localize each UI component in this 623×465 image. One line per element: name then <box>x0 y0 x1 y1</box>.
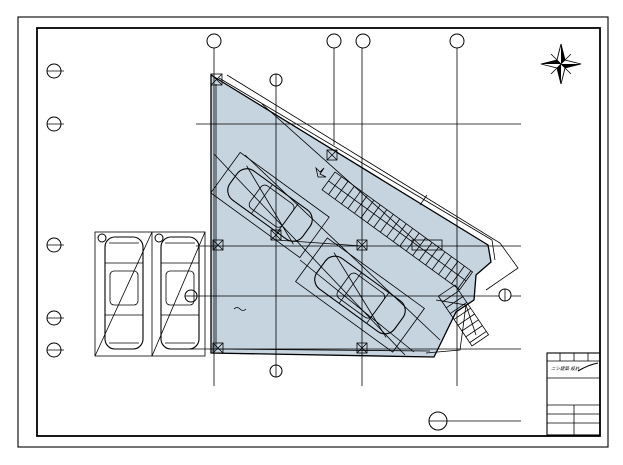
stair-tread <box>438 256 452 275</box>
sheet-outer-border <box>17 16 609 448</box>
parking-bay-guides <box>213 103 441 356</box>
stair-tread <box>442 290 460 303</box>
stair-tread <box>341 185 355 205</box>
grid-bubble-icon <box>154 233 164 243</box>
column-icon <box>212 342 224 354</box>
stair-tread <box>465 325 483 338</box>
drain-symbol <box>233 307 247 311</box>
stair-tread <box>461 319 479 332</box>
car-icon <box>295 237 425 353</box>
stair-tread <box>334 181 349 200</box>
stair-tread <box>457 270 472 289</box>
logo-swoosh <box>577 362 599 372</box>
stair-tread <box>457 313 475 326</box>
stair-tread <box>418 242 433 261</box>
car-icon <box>104 236 144 350</box>
car-icon <box>160 236 200 350</box>
title-block: ニシ建築 設計 <box>546 352 601 436</box>
grid-bubble-icon <box>206 33 222 49</box>
stair-tread <box>446 296 464 309</box>
stair-tread <box>444 261 459 280</box>
parking-pad-left <box>94 231 206 357</box>
stair-tread <box>399 228 413 247</box>
grid-bubble-ticks <box>47 70 506 422</box>
stair-tread <box>328 176 342 195</box>
car-icon <box>210 151 330 259</box>
service-room <box>411 194 477 354</box>
column-icon <box>210 73 223 86</box>
column-icon <box>326 149 338 161</box>
grid-bubble-icon <box>326 33 342 49</box>
stair-tread <box>392 223 407 242</box>
stair-tread <box>386 218 401 238</box>
stair-tread <box>412 237 426 256</box>
grid-bubble-icon <box>355 33 371 49</box>
column-icon <box>356 342 368 354</box>
plant-symbol <box>315 166 327 178</box>
stair-tread <box>469 331 487 343</box>
stair-tread <box>367 204 381 223</box>
stair-tread <box>405 232 420 252</box>
slab-edge-offset-2 <box>226 74 519 291</box>
north-arrow-icon <box>540 43 582 85</box>
parking-floor-slab <box>210 73 492 358</box>
column-icon <box>356 239 368 251</box>
columns <box>210 73 368 354</box>
stair-tread <box>347 190 362 209</box>
stair <box>321 171 474 291</box>
column-icon <box>212 239 224 251</box>
sheet-inner-border <box>36 27 601 437</box>
grid-bubble-icon <box>97 233 107 243</box>
stair-tread <box>451 265 465 285</box>
slab-edge-offset <box>218 77 496 261</box>
stair-tread <box>431 251 446 270</box>
title-block-logo: ニシ建築 設計 <box>551 366 580 372</box>
stair-tread <box>379 214 394 233</box>
stair-tread <box>360 199 375 219</box>
grid-bubble-icon <box>449 33 465 49</box>
stair-tread <box>354 195 368 214</box>
stair-tread <box>373 209 388 228</box>
